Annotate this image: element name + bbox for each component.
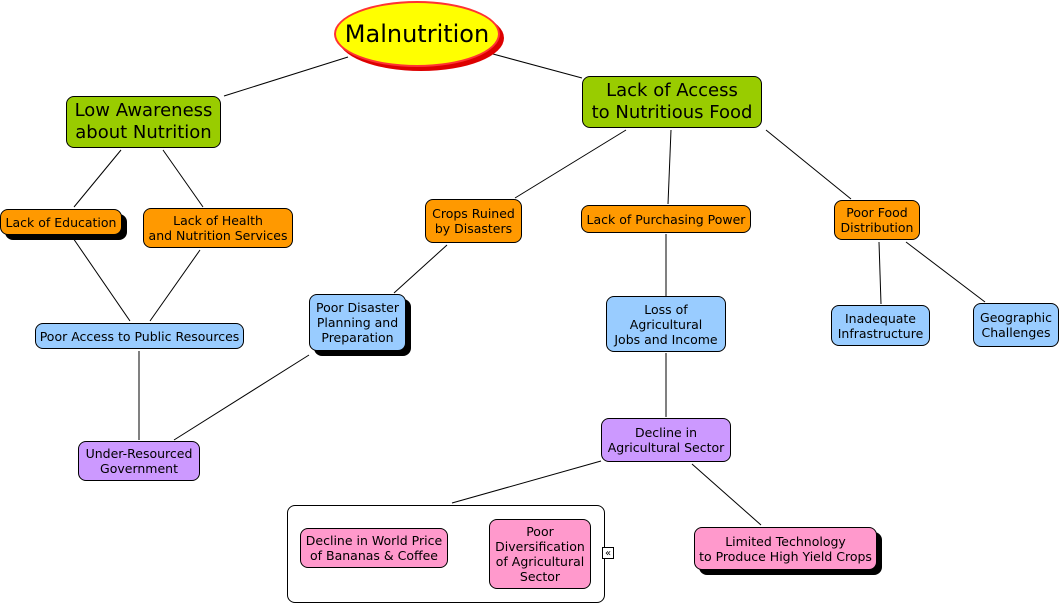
concept-label: Decline in Agricultural Sector [607,425,725,455]
concept-lack-of-health[interactable]: Lack of Health and Nutrition Services [143,208,293,248]
concept-label: Crops Ruined by Disasters [432,206,515,236]
concept-poor-food-distribution[interactable]: Poor Food Distribution [834,200,920,240]
concept-label: Loss of Agricultural Jobs and Income [614,301,718,347]
concept-label: Limited Technology to Produce High Yield… [699,533,872,564]
concept-malnutrition[interactable]: Malnutrition [334,1,500,67]
concept-label: Geographic Challenges [980,310,1052,340]
concept-poor-diversification[interactable]: Poor Diversification of Agricultural Sec… [489,519,591,589]
concept-label: Under-Resourced Government [85,446,193,476]
concept-label: Malnutrition [344,20,490,48]
link-decline-limited-tech [691,463,762,526]
concept-label: Poor Food Distribution [840,205,914,235]
concept-label: Poor Access to Public Resources [39,328,240,344]
link-education-public [72,237,131,322]
concept-poor-access-public-resources[interactable]: Poor Access to Public Resources [35,323,244,349]
concept-label: Lack of Education [5,214,117,230]
concept-label: Lack of Purchasing Power [586,211,746,227]
link-root-low-awareness [223,56,349,97]
link-crops-disaster [393,244,448,294]
link-health-public [149,249,201,322]
concept-label: Poor Diversification of Agricultural Sec… [495,524,585,584]
link-distribution-infrastructure [878,241,882,305]
link-distribution-geographic [905,241,986,303]
concept-label: Inadequate Infrastructure [837,310,924,341]
concept-label: Low Awareness about Nutrition [74,100,213,143]
link-lack-access-distribution [765,129,852,200]
concept-lack-of-education[interactable]: Lack of Education [0,209,122,235]
concept-label: Poor Disaster Planning and Preparation [315,300,399,345]
concept-decline-agricultural-sector[interactable]: Decline in Agricultural Sector [601,418,731,462]
link-low-awareness-health [162,149,204,208]
link-lack-access-purchasing [667,129,672,205]
concept-lack-of-purchasing-power[interactable]: Lack of Purchasing Power [581,205,751,233]
concept-label: Decline in World Price of Bananas & Coff… [305,533,443,563]
concept-poor-disaster-planning[interactable]: Poor Disaster Planning and Preparation [309,294,406,351]
concept-label: Lack of Health and Nutrition Services [148,213,288,243]
link-low-awareness-education [73,149,122,208]
concept-lack-of-access[interactable]: Lack of Access to Nutritious Food [582,76,762,128]
concept-low-awareness[interactable]: Low Awareness about Nutrition [66,96,221,148]
concept-label: Lack of Access to Nutritious Food [591,80,753,123]
concept-limited-technology[interactable]: Limited Technology to Produce High Yield… [694,527,877,570]
collapse-group-icon[interactable]: « [602,547,614,559]
concept-decline-world-price[interactable]: Decline in World Price of Bananas & Coff… [300,528,448,568]
link-disaster-government [173,354,310,441]
link-root-lack-access [492,53,583,79]
concept-loss-of-jobs[interactable]: Loss of Agricultural Jobs and Income [606,296,726,352]
concept-geographic-challenges[interactable]: Geographic Challenges [973,303,1059,347]
link-lack-access-crops [514,129,627,199]
concept-crops-ruined[interactable]: Crops Ruined by Disasters [425,199,522,243]
concept-under-resourced-government[interactable]: Under-Resourced Government [78,441,200,481]
concept-inadequate-infrastructure[interactable]: Inadequate Infrastructure [831,305,930,346]
link-decline-group [451,460,602,504]
